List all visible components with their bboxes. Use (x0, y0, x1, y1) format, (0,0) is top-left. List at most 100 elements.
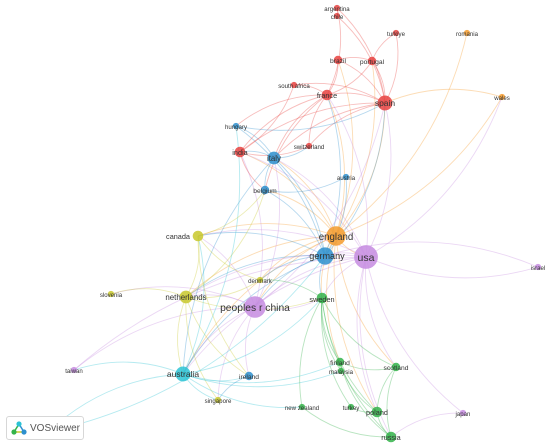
node-label-france[interactable]: france (317, 91, 337, 100)
node-label-singapore[interactable]: singapore (205, 398, 232, 405)
node-argentina[interactable] (333, 4, 341, 12)
node-france[interactable] (321, 89, 333, 101)
node-sweden[interactable] (316, 292, 328, 304)
node-label-scotland[interactable]: scotland (384, 365, 409, 372)
node-japan[interactable] (459, 409, 467, 417)
link-china-taiwan (73, 306, 256, 371)
node-china[interactable] (244, 296, 266, 318)
vosviewer-logo-badge[interactable]: VOSviewer (6, 416, 84, 440)
node-label-hungary[interactable]: hungary (225, 124, 248, 131)
node-label-turkey[interactable]: turkey (343, 405, 361, 412)
link-sweden-scotland (321, 297, 397, 368)
node-scotland[interactable] (391, 362, 401, 372)
node-label-belgium[interactable]: belgium (253, 188, 277, 195)
node-label-slovenia[interactable]: slovenia (100, 292, 123, 299)
node-label-canada[interactable]: canada (166, 232, 191, 241)
node-taiwan[interactable] (70, 366, 78, 374)
node-brazil[interactable] (333, 55, 343, 65)
link-england-china (254, 235, 337, 308)
node-canada[interactable] (192, 230, 204, 242)
node-label-brazil[interactable]: brazil (330, 58, 346, 65)
link-usa-russia (359, 256, 392, 438)
node-label-argentina[interactable]: argentina (324, 6, 350, 13)
link-usa-italy (273, 157, 367, 258)
node-label-spain[interactable]: spain (375, 98, 396, 108)
node-label-wales[interactable]: wales (493, 95, 510, 102)
node-usa[interactable] (354, 245, 378, 269)
node-label-italy[interactable]: italy (267, 154, 281, 163)
node-label-india[interactable]: india (232, 148, 248, 157)
vosviewer-logo-icon (11, 421, 27, 435)
link-sweden-turkey (320, 297, 352, 408)
node-label-romania[interactable]: romania (456, 31, 479, 38)
node-wales[interactable] (498, 93, 506, 101)
node-germany[interactable] (316, 247, 334, 265)
node-label-malaysia[interactable]: malaysia (329, 369, 354, 376)
node-poland[interactable] (371, 406, 383, 418)
link-china-spain (254, 102, 386, 308)
node-label-chile[interactable]: chile (331, 14, 344, 21)
node-label-poland[interactable]: poland (366, 408, 388, 417)
node-label-switzerland[interactable]: switzerland (294, 144, 324, 151)
node-denmark[interactable] (256, 276, 264, 284)
node-label-england[interactable]: england (319, 232, 353, 243)
node-label-newzealand[interactable]: new zealand (285, 405, 319, 412)
node-chile[interactable] (333, 12, 341, 20)
node-label-taiwan[interactable]: taiwan (65, 368, 83, 375)
node-russia[interactable] (385, 431, 397, 443)
node-australia[interactable] (175, 366, 191, 382)
node-label-usa[interactable]: usa (358, 252, 375, 264)
vosviewer-brand-text: VOSviewer (30, 422, 81, 434)
link-israel-germany (324, 241, 539, 268)
node-portugal[interactable] (367, 56, 377, 66)
link-usa-scotland (365, 256, 397, 368)
node-label-ireland[interactable]: ireland (239, 374, 259, 381)
link-england-netherlands (185, 235, 337, 298)
node-austria[interactable] (342, 173, 350, 181)
node-label-portugal[interactable]: portugal (360, 59, 385, 66)
link-usa-india (239, 151, 367, 258)
link-germany-netherlands (185, 255, 326, 298)
node-belgium[interactable] (260, 185, 270, 195)
node-southafrica[interactable] (290, 81, 298, 89)
node-turkiye[interactable] (392, 29, 400, 37)
node-israel[interactable] (534, 263, 542, 271)
node-turkey[interactable] (347, 403, 355, 411)
link-germany-belgium (264, 189, 326, 257)
node-slovenia[interactable] (107, 290, 115, 298)
node-label-germany[interactable]: germany (309, 251, 345, 261)
node-spain[interactable] (377, 95, 393, 111)
node-label-finland[interactable]: finland (330, 360, 350, 367)
node-switzerland[interactable] (305, 142, 313, 150)
node-label-japan[interactable]: japan (455, 411, 471, 418)
node-netherlands[interactable] (179, 290, 193, 304)
node-malaysia[interactable] (337, 367, 345, 375)
node-hungary[interactable] (232, 122, 240, 130)
node-england[interactable] (326, 226, 346, 246)
node-label-turkiye[interactable]: turkiye (387, 31, 406, 38)
node-label-netherlands[interactable]: netherlands (165, 293, 206, 302)
node-label-denmark[interactable]: denmark (248, 278, 273, 285)
node-label-china[interactable]: peoples r china (220, 303, 290, 314)
node-singapore[interactable] (214, 396, 222, 404)
node-label-israel[interactable]: israel (531, 265, 546, 272)
node-finland[interactable] (335, 357, 345, 367)
node-label-sweden[interactable]: sweden (309, 295, 334, 304)
link-hungary-spain (235, 102, 386, 131)
node-newzealand[interactable] (298, 403, 306, 411)
link-germany-australia (182, 255, 326, 375)
node-label-southafrica[interactable]: south africa (278, 83, 310, 90)
node-label-austria[interactable]: austria (337, 175, 356, 182)
link-china-australia (182, 306, 256, 375)
link-spain-india (239, 102, 386, 153)
node-italy[interactable] (267, 151, 281, 165)
node-romania[interactable] (463, 29, 471, 37)
node-india[interactable] (234, 146, 246, 158)
link-spain-brazil (337, 59, 386, 104)
node-label-australia[interactable]: australia (167, 369, 199, 379)
node-ireland[interactable] (244, 371, 254, 381)
node-label-russia[interactable]: russia (381, 433, 401, 442)
